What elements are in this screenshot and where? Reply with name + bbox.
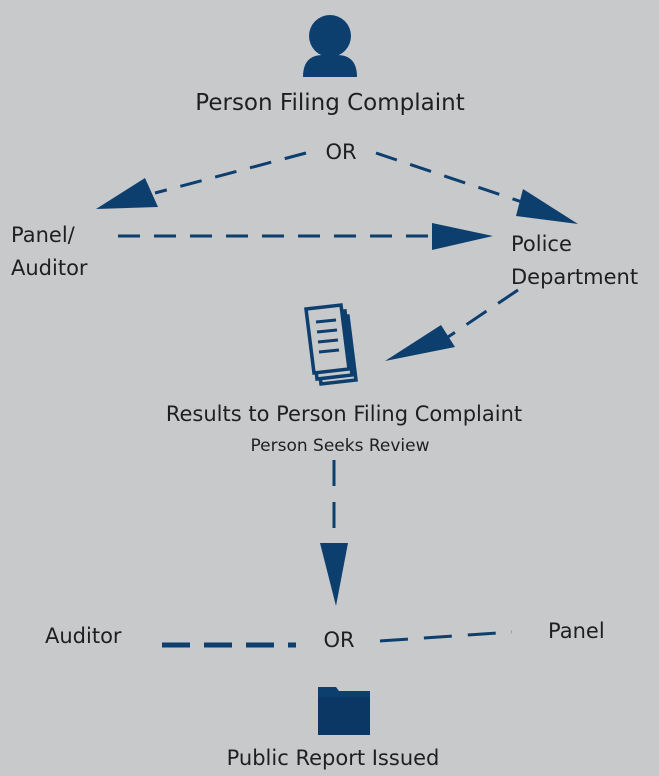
person-icon — [303, 15, 357, 77]
auditor-label: Auditor — [45, 624, 122, 648]
edge-person-to-panel-auditor — [96, 151, 307, 209]
edge-panel-auditor-to-police — [118, 223, 493, 250]
person-seeks-review-label: Person Seeks Review — [250, 436, 430, 456]
person-filing-complaint-label: Person Filing Complaint — [195, 90, 465, 116]
panel-label: Panel — [548, 619, 605, 643]
or-top-label: OR — [325, 140, 357, 164]
panel-auditor-label-line2: Auditor — [11, 256, 88, 280]
edge-results-to-or — [320, 460, 348, 606]
edge-police-to-document — [385, 288, 519, 361]
panel-auditor-label-line1: Panel/ — [11, 223, 75, 247]
folder-icon — [318, 687, 370, 735]
document-icon — [304, 303, 358, 386]
results-label: Results to Person Filing Complaint — [165, 402, 523, 426]
edge-person-to-police — [375, 151, 578, 224]
public-report-label: Public Report Issued — [226, 746, 440, 770]
police-label-line1: Police — [511, 232, 572, 256]
police-label-line2: Department — [511, 265, 639, 289]
edge-or-to-panel — [379, 630, 513, 643]
or-bottom-label: OR — [323, 628, 355, 652]
